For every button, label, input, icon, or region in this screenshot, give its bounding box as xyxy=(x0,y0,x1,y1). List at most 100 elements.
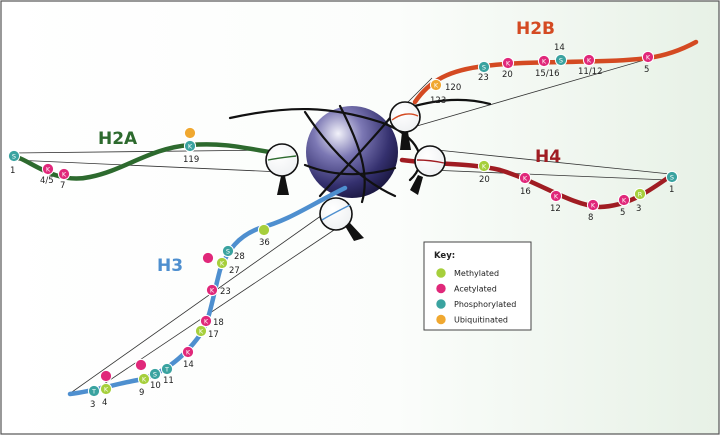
h2a-site-4-5-marker: K xyxy=(41,162,55,176)
h3-site-27-label: 27 xyxy=(229,266,240,276)
nucleosome-core xyxy=(306,106,398,198)
h2b-site-11-12-label: 11/12 xyxy=(578,67,603,77)
h4-site-16-marker-letter: K xyxy=(523,174,528,182)
zoom-cone-lines xyxy=(13,58,671,393)
h3-site-14-label: 14 xyxy=(183,360,194,370)
h3-site-9-marker-letter: K xyxy=(142,375,147,383)
h4-site-5-marker-letter: K xyxy=(622,196,627,204)
h3-site-23-marker: K xyxy=(205,283,219,297)
h3-site-18-label: 18 xyxy=(213,318,224,328)
h2b-site-23-marker: S xyxy=(477,60,491,74)
h4-site-16-label: 16 xyxy=(520,187,531,197)
h3-site-27-marker-letter: K xyxy=(220,259,225,267)
h2b-site-23-label: 23 xyxy=(478,73,489,83)
h4-site-8-label: 8 xyxy=(588,213,593,223)
magnifier-h4 xyxy=(410,145,446,195)
h3-site-17-marker: K xyxy=(194,324,208,338)
h4-site-1-marker-letter: S xyxy=(670,173,674,181)
h4-site-16-marker: K xyxy=(518,171,532,185)
h2b-site-15-16-marker: K xyxy=(537,54,551,68)
h4-site-20-marker: K xyxy=(477,159,491,173)
h4-site-3-marker: R xyxy=(633,187,647,201)
h3-site-28-label: 28 xyxy=(234,252,245,262)
h3-site-11-label: 11 xyxy=(163,376,174,386)
h4-site-12-label: 12 xyxy=(550,204,561,214)
h4-site-5-label: 5 xyxy=(620,208,625,218)
h2a-site-7-marker-letter: K xyxy=(62,170,67,178)
h3-site-3-marker: T xyxy=(87,384,101,398)
magnifier-h3 xyxy=(319,197,364,241)
legend-title: Key: xyxy=(434,251,455,261)
h2a-site-1-marker: S xyxy=(7,149,21,163)
h2a-title: H2A xyxy=(98,129,138,149)
h2b-tail xyxy=(412,39,699,105)
h2b-site-11-12-marker-letter: K xyxy=(587,56,592,64)
h4-site-12-marker-letter: K xyxy=(554,192,559,200)
h4-site-1-label: 1 xyxy=(669,185,674,195)
h3-site-3-label: 3 xyxy=(90,400,95,410)
h4-site-3-marker-letter: R xyxy=(638,190,643,198)
h4-site-3-label: 3 xyxy=(636,204,641,214)
h3-site-17-marker-letter: K xyxy=(199,327,204,335)
h3-site-3-marker-letter: T xyxy=(91,387,96,395)
h3-site-28-marker: S xyxy=(221,244,235,258)
legend-swatch-methylated xyxy=(435,267,447,279)
h3-site-4-marker: K xyxy=(99,382,113,396)
h4-site-1-marker: S xyxy=(665,170,679,184)
h2b-site-123-marker: K xyxy=(429,78,443,92)
h2b-site-20-label: 20 xyxy=(502,70,513,80)
h2b-site-11-12-marker: K xyxy=(582,53,596,67)
h2a-site-4-5-marker-letter: K xyxy=(46,165,51,173)
h4-site-20-marker-letter: K xyxy=(482,162,487,170)
h2a-site-119-extra-marker xyxy=(183,126,197,140)
h3-site-14-marker-letter: K xyxy=(186,348,191,356)
h3-site-4-marker-letter: K xyxy=(104,385,109,393)
h2b-site-15-16-label: 15/16 xyxy=(535,69,560,79)
legend-label-phosphorylated: Phosphorylated xyxy=(454,300,516,309)
h3-site-11-marker: T xyxy=(160,362,174,376)
h2a-site-4-5-label: 4/5 xyxy=(40,176,54,186)
h3-site-36-marker xyxy=(257,223,271,237)
h4-title: H4 xyxy=(535,147,561,167)
h3-site-23-label: 23 xyxy=(220,287,231,297)
h2b-site-5-marker: K xyxy=(641,50,655,64)
h2a-site-1-marker-letter: S xyxy=(12,152,16,160)
h3-site-36-label: 36 xyxy=(259,238,270,248)
h2b-site-15-16-marker-letter: K xyxy=(542,57,547,65)
legend-swatch-ubiquitinated xyxy=(435,313,447,326)
h3-site-18-marker: K xyxy=(199,314,213,328)
h4-site-12-marker: K xyxy=(549,189,563,203)
h4-site-20-label: 20 xyxy=(479,175,490,185)
h3-tail xyxy=(67,185,348,397)
legend-label-acetylated: Acetylated xyxy=(454,285,497,294)
h4-site-8-marker-letter: K xyxy=(591,201,596,209)
h2a-site-119-marker: K xyxy=(183,139,197,153)
legend: Key: MethylatedAcetylatedPhosphorylatedU… xyxy=(423,241,532,331)
h4-site-5-marker: K xyxy=(617,193,631,207)
h4-site-8-marker: K xyxy=(586,198,600,212)
h3-title: H3 xyxy=(157,256,183,276)
h3-site-9-marker: K xyxy=(137,372,151,386)
h2a-site-119-label: 119 xyxy=(183,155,199,165)
h3-site-4-label: 4 xyxy=(102,398,107,408)
h2b-site-14-marker: S xyxy=(554,53,568,67)
h2b-site-14-marker-letter: S xyxy=(559,56,563,64)
h3-site-11-marker-letter: T xyxy=(164,365,169,373)
legend-label-ubiquitinated: Ubiquitinated xyxy=(454,316,508,325)
h2a-site-7-label: 7 xyxy=(60,181,65,191)
h2b-site-5-marker-letter: K xyxy=(646,53,651,61)
h2a-site-119-marker-letter: K xyxy=(188,142,193,150)
h2b-site-20-marker: K xyxy=(501,56,515,70)
h3-site-27-extra-marker xyxy=(201,251,215,265)
h3-site-18-marker-letter: K xyxy=(204,317,209,325)
h2b-site-14-label: 14 xyxy=(554,43,565,53)
h3-site-4-extra-marker xyxy=(99,369,113,383)
h2b-site-123-marker-letter: K xyxy=(434,81,439,89)
legend-swatch-acetylated xyxy=(435,282,447,295)
h2b-site-123-label: 123 xyxy=(430,96,446,106)
h2b-site-5-label: 5 xyxy=(644,65,649,75)
h3-site-17-label: 17 xyxy=(208,330,219,340)
